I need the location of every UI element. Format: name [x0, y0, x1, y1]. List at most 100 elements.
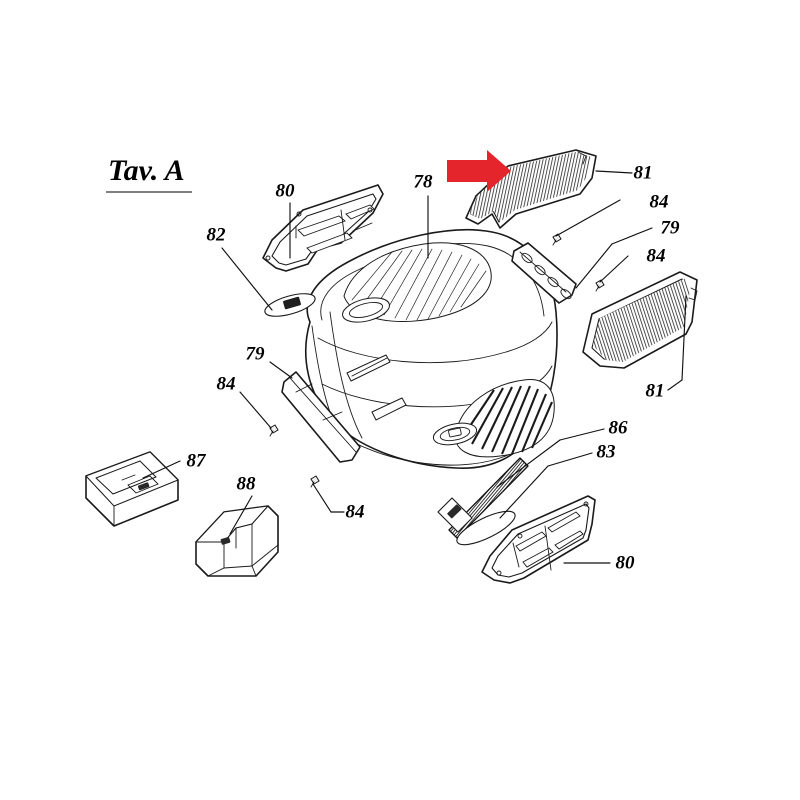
- red-arrow-icon: [447, 150, 511, 192]
- filter-top-hole-a: [296, 211, 302, 217]
- part-82-sensor-module[interactable]: [221, 247, 317, 321]
- lower-vent-opening: [454, 379, 555, 458]
- leader-84-r1: [555, 199, 621, 237]
- screw-84-bottom[interactable]: [310, 475, 345, 513]
- holder-clip-detail: [220, 536, 231, 545]
- screw-shank-d: [310, 481, 315, 488]
- leader-87: [142, 460, 181, 479]
- trim-left-body: [281, 371, 361, 463]
- screw-shank-c: [269, 430, 274, 437]
- gasket-oval: [456, 510, 516, 546]
- holder-inner-ridge: [223, 505, 269, 543]
- callout-79-l: 79: [246, 343, 266, 364]
- trim-right-cutouts: [521, 252, 572, 300]
- filter-bottom-mesh: [512, 511, 584, 571]
- leader-82: [221, 247, 273, 311]
- callout-79-r: 79: [661, 217, 681, 238]
- trim-left-crease-a: [289, 377, 357, 453]
- part-81-grille-top[interactable]: [460, 145, 633, 240]
- callout-84-l: 84: [217, 373, 236, 394]
- lower-vent-display-oval: [432, 422, 478, 446]
- leader-79-right-a: [575, 243, 613, 289]
- callout-88: 88: [237, 473, 257, 494]
- callout-81-right: 81: [646, 380, 665, 401]
- remote-button-line: [121, 474, 136, 481]
- callout-labels: 80 82 78 81 84 79 84 81 79 84 87 88 84 8…: [187, 162, 681, 573]
- part-83-oval-gasket[interactable]: [453, 452, 593, 551]
- callout-87: 87: [187, 450, 208, 471]
- page-title-group: Tav. A: [106, 154, 192, 193]
- callout-84-r1: 84: [650, 191, 669, 212]
- part-87-remote-control[interactable]: [85, 451, 181, 527]
- holder-base-edge: [207, 565, 257, 577]
- leader-86-b: [559, 428, 605, 441]
- screw-84-upper-right[interactable]: [552, 199, 621, 246]
- remote-button-dark: [137, 482, 150, 491]
- grille-top-hatching: [469, 152, 592, 222]
- part-81-grille-right[interactable]: [582, 270, 705, 391]
- filter-top-hole-b: [265, 255, 271, 261]
- leader-81-right: [667, 379, 683, 391]
- leader-81-right-v: [681, 295, 687, 381]
- callout-84-b: 84: [346, 501, 365, 522]
- filter-bottom-hole-b: [496, 570, 502, 576]
- callout-80-top: 80: [276, 180, 296, 201]
- remote-display-window: [95, 460, 157, 495]
- trim-left-crease-c: [322, 411, 343, 421]
- holder-vertical-creases: [223, 523, 253, 569]
- lower-vent-louvers: [432, 379, 555, 458]
- grille-top-tab: [577, 151, 587, 165]
- lower-vent-display-window: [448, 427, 462, 438]
- part-79-trim-left[interactable]: [269, 361, 361, 463]
- leader-84-r2: [599, 255, 629, 283]
- callout-83: 83: [597, 441, 616, 462]
- main-body-belt-upper: [317, 321, 553, 364]
- leader-83-b: [547, 452, 593, 467]
- filter-bottom-hole-c: [517, 533, 523, 539]
- upper-vent-louvers: [342, 242, 492, 323]
- callout-82: 82: [207, 224, 227, 245]
- part-78-main-body[interactable]: [304, 229, 558, 469]
- leader-84-l: [239, 391, 272, 429]
- remote-button-group: [127, 475, 159, 494]
- lower-vent-display-inner: [439, 426, 471, 442]
- leader-86-a: [496, 439, 561, 488]
- trim-left-crease-b: [295, 383, 313, 393]
- part-80-filter-bottom[interactable]: [481, 495, 611, 584]
- part-88-remote-holder[interactable]: [195, 495, 279, 577]
- side-slot-upper-line: [351, 357, 388, 377]
- leader-83-a: [499, 465, 549, 519]
- screw-84-left[interactable]: [239, 391, 279, 437]
- filter-top-inner: [271, 193, 377, 266]
- leader-79-right-b: [611, 227, 653, 245]
- part-80-filter-top[interactable]: [262, 184, 384, 272]
- screw-head-a: [552, 233, 562, 243]
- heater-bar-terminal: [447, 504, 462, 519]
- callout-81-top: 81: [634, 162, 653, 183]
- callout-78: 78: [414, 171, 434, 192]
- screw-head-b: [595, 279, 605, 289]
- leader-79-left: [269, 361, 293, 379]
- part-86-heater-bar[interactable]: [437, 428, 605, 539]
- leader-88: [229, 495, 253, 535]
- callout-86: 86: [609, 417, 629, 438]
- callout-80-bottom: 80: [616, 552, 636, 573]
- part-79-trim-right[interactable]: [511, 227, 653, 304]
- leader-84-b-a: [312, 483, 332, 513]
- side-slot-lower: [371, 397, 407, 421]
- filter-top-hole-c: [367, 207, 373, 213]
- screw-head-c: [269, 424, 279, 434]
- filter-bottom-hole-a: [583, 501, 589, 507]
- red-arrow-shape: [447, 150, 511, 192]
- upper-vent-oval-inner: [348, 302, 384, 318]
- callout-84-r2: 84: [647, 245, 666, 266]
- sensor-window: [283, 296, 301, 310]
- screw-shank-a: [552, 239, 557, 246]
- leader-81-top: [595, 170, 633, 174]
- grille-right-tab: [688, 287, 698, 301]
- holder-rear-line: [251, 544, 279, 567]
- screw-84-mid-right[interactable]: [595, 255, 629, 292]
- page-title: Tav. A: [108, 154, 185, 187]
